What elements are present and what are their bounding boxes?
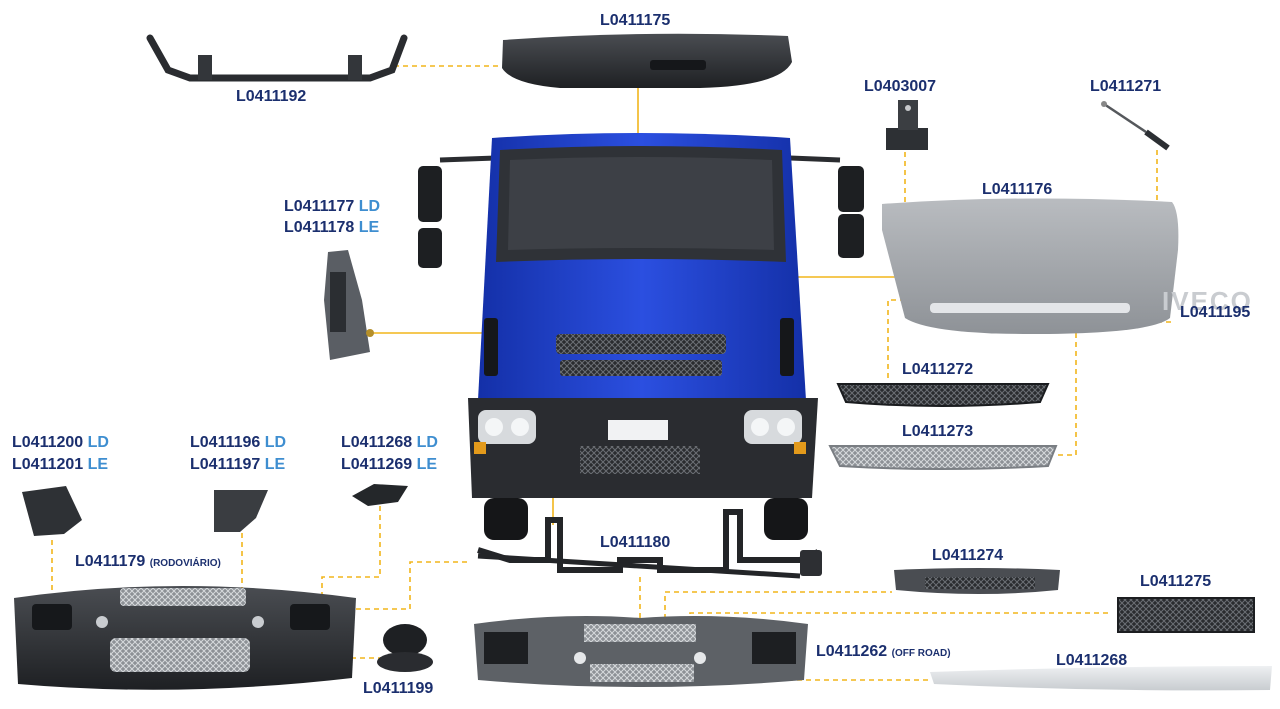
label-hood: L0411176 bbox=[982, 181, 1053, 198]
part-code: L0411200 bbox=[12, 434, 84, 451]
bumper-support-part bbox=[477, 509, 822, 579]
label-hood-bracket: L0403007 bbox=[864, 78, 937, 95]
bumper-end-part bbox=[22, 486, 82, 536]
label-bumper-grille: L0411275 bbox=[1140, 573, 1212, 590]
part-code: L0411268 bbox=[341, 434, 413, 451]
truck-cab bbox=[418, 133, 864, 540]
label-bumper-grille-top: L0411274 bbox=[932, 547, 1004, 564]
side-tag: LE bbox=[264, 456, 286, 473]
label-bumper-end-ld: L0411200 LD bbox=[12, 433, 109, 453]
label-offroad-bumper: L0411262 (OFF ROAD) bbox=[816, 642, 951, 664]
upper-grille-part bbox=[836, 383, 1050, 407]
leader-bumper-grille-top bbox=[664, 591, 892, 628]
label-corner-panel-ld: L0411177 LD bbox=[284, 197, 380, 217]
label-roof-bracket: L0411192 bbox=[236, 88, 307, 105]
corner-panel-part bbox=[324, 250, 374, 360]
part-code: L0411196 bbox=[190, 434, 261, 451]
part-code: L0411269 bbox=[341, 456, 413, 473]
label-fog-bezel-ld: L0411268 LD bbox=[341, 433, 438, 453]
brand-watermark: IVECO bbox=[1162, 286, 1253, 316]
side-tag: LD bbox=[416, 434, 438, 451]
part-code: L0411179 bbox=[75, 553, 146, 570]
road-bumper-part bbox=[14, 586, 356, 690]
part-note: (OFF ROAD) bbox=[891, 648, 951, 659]
part-note: (RODOVIÁRIO) bbox=[149, 558, 221, 569]
label-upper-grille: L0411272 bbox=[902, 361, 974, 378]
step-cover-part bbox=[214, 490, 268, 532]
offroad-bumper-part bbox=[474, 616, 808, 687]
sun-visor-part bbox=[502, 33, 792, 88]
side-tag: LE bbox=[416, 456, 438, 473]
side-tag: LD bbox=[87, 434, 109, 451]
label-fog-cap: L0411199 bbox=[363, 680, 434, 697]
lower-grille-part bbox=[828, 445, 1058, 470]
side-tag: LD bbox=[264, 434, 287, 451]
label-lower-grille: L0411273 bbox=[902, 423, 974, 440]
label-bumper-end-le: L0411201 LE bbox=[12, 455, 108, 475]
label-road-bumper: L0411179 (RODOVIÁRIO) bbox=[75, 552, 221, 574]
label-hood-trim: L0411195 bbox=[1180, 304, 1251, 321]
part-code: L0411177 bbox=[284, 198, 355, 215]
part-code: L0411201 bbox=[12, 456, 84, 473]
label-sun-visor: L0411175 bbox=[600, 12, 671, 29]
hood-bracket-part bbox=[886, 100, 928, 150]
spoiler-part bbox=[930, 666, 1272, 691]
hood-part bbox=[882, 198, 1179, 334]
label-fog-bezel-le: L0411269 LE bbox=[341, 455, 437, 475]
roof-bracket-part bbox=[146, 34, 408, 82]
label-corner-panel-le: L0411178 LE bbox=[284, 218, 379, 238]
part-code: L0411178 bbox=[284, 219, 355, 236]
label-step-cover-le: L0411197 LE bbox=[190, 455, 285, 475]
side-tag: LE bbox=[358, 219, 380, 236]
bumper-grille-part bbox=[1117, 597, 1255, 633]
part-code: L0411262 bbox=[816, 643, 888, 660]
part-code: L0411197 bbox=[190, 456, 261, 473]
fog-cap-part bbox=[377, 624, 433, 672]
fog-bezel-part bbox=[352, 484, 408, 506]
leader-lower-grille bbox=[1058, 322, 1077, 456]
gas-strut-part bbox=[1101, 101, 1170, 151]
label-spoiler: L0411268 bbox=[1056, 652, 1128, 669]
side-tag: LD bbox=[358, 198, 381, 215]
bumper-grille-top-part bbox=[894, 568, 1060, 594]
side-tag: LE bbox=[87, 456, 109, 473]
label-gas-strut: L0411271 bbox=[1090, 78, 1162, 95]
leader-support-bracket bbox=[356, 561, 470, 610]
leader-bumper-grille bbox=[689, 612, 1112, 632]
label-step-cover-ld: L0411196 LD bbox=[190, 433, 286, 453]
label-bumper-support: L0411180 bbox=[600, 534, 671, 551]
